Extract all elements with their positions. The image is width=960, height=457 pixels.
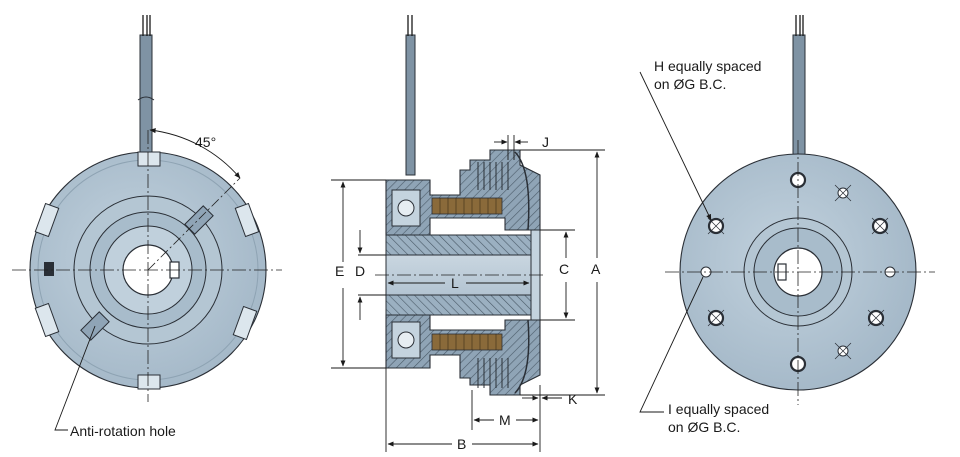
anti-rotation-label: Anti-rotation hole: [70, 423, 176, 439]
dim-M-label: M: [499, 412, 511, 428]
h-callout-line2: on ØG B.C.: [654, 76, 726, 92]
dim-J-label: J: [542, 134, 549, 150]
dim-A-label: A: [591, 261, 601, 277]
dim-D-label: D: [355, 263, 365, 279]
dim-B-label: B: [457, 436, 466, 452]
right-view: H equally spaced on ØG B.C. I equally sp…: [639, 15, 935, 435]
anti-rotation-slot-upper: [184, 205, 214, 235]
anti-rotation-leader: [54, 325, 96, 431]
dim-E-label: E: [335, 263, 344, 279]
angle-arc: [149, 128, 241, 179]
angle-label: 45°: [195, 134, 216, 150]
h-callout-line1: H equally spaced: [654, 58, 761, 74]
dim-L-label: L: [451, 275, 459, 291]
i-callout-line1: I equally spaced: [668, 401, 769, 417]
lead-wires: [137, 15, 155, 166]
lower-housing: [385, 314, 541, 396]
dim-K-label: K: [568, 391, 578, 407]
upper-housing: [385, 149, 541, 236]
rim-notches: [34, 151, 260, 390]
i-callout-leader: [639, 276, 704, 413]
i-callout-line2: on ØG B.C.: [668, 419, 740, 435]
left-view: 45° Anti-rotation hole: [12, 15, 282, 439]
dim-C-label: C: [559, 261, 569, 277]
hub: [385, 229, 541, 321]
middle-section-view: E D L C A J K: [331, 15, 605, 452]
